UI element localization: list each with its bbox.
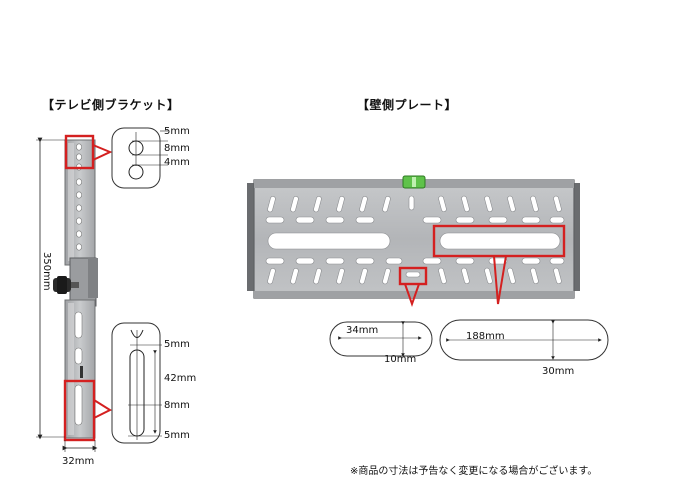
tv-bracket xyxy=(36,134,113,452)
small-slot-detail xyxy=(329,321,433,357)
top-detail-d3: 4mm xyxy=(164,157,190,168)
bracket-height-label: 350mm xyxy=(41,252,52,291)
plate-slots-top xyxy=(267,195,562,213)
bottom-slot-detail xyxy=(111,322,162,444)
plate-long-slots xyxy=(267,232,561,250)
bottom-slot-highlight xyxy=(63,379,96,442)
wall-plate xyxy=(247,175,580,308)
plate-slots-bottom xyxy=(267,267,562,285)
tilt-knob xyxy=(53,276,79,294)
top-hole-highlight xyxy=(64,134,95,170)
top-hole-detail xyxy=(111,127,168,189)
footnote: ※商品の寸法は予告なく変更になる場合がございます。 xyxy=(350,466,598,477)
bubble-level xyxy=(402,175,426,189)
bottom-detail-d3: 8mm xyxy=(164,400,190,411)
bottom-detail-d1: 5mm xyxy=(164,339,190,350)
bracket-slots-lower xyxy=(74,311,83,426)
top-detail-d2: 8mm xyxy=(164,143,190,154)
tv-bracket-heading: 【テレビ側ブラケット】 xyxy=(42,98,180,112)
small-slot-highlight xyxy=(398,266,428,286)
small-slot-height-label: 10mm xyxy=(384,354,417,365)
large-slot-detail xyxy=(439,319,609,361)
plate-slots-middle xyxy=(265,216,565,224)
wall-plate-heading: 【壁側プレート】 xyxy=(357,98,458,112)
large-slot-width-label: 188mm xyxy=(466,331,505,342)
large-slot-height-label: 30mm xyxy=(542,366,575,377)
top-detail-d1: 5mm xyxy=(164,126,190,137)
bracket-width-label: 32mm xyxy=(62,456,95,467)
small-slot-width-label: 34mm xyxy=(346,325,379,336)
bracket-holes-upper xyxy=(76,143,82,251)
bottom-detail-d2: 42mm xyxy=(164,373,197,384)
large-slot-highlight xyxy=(432,224,566,258)
bottom-detail-d4: 5mm xyxy=(164,430,190,441)
